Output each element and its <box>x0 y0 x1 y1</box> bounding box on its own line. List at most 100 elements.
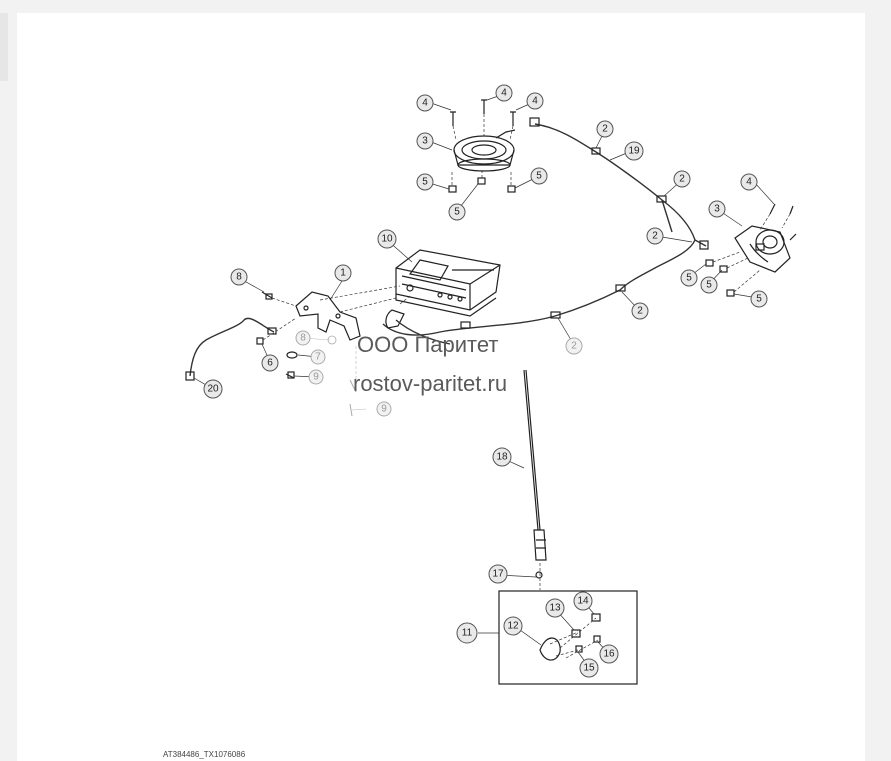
svg-text:5: 5 <box>422 177 428 188</box>
callout-3: 3 <box>416 132 434 150</box>
svg-text:5: 5 <box>686 273 692 284</box>
callout-18: 18 <box>492 447 512 467</box>
screw-9-left <box>285 371 295 379</box>
svg-text:5: 5 <box>706 280 712 291</box>
aux-connector <box>185 371 195 381</box>
callout-2: 2 <box>596 120 614 138</box>
svg-text:11: 11 <box>462 628 473 639</box>
svg-text:16: 16 <box>603 649 615 660</box>
callout-15: 15 <box>579 658 599 678</box>
svg-text:5: 5 <box>536 171 542 182</box>
callout-2: 2 <box>673 170 691 188</box>
callout-5: 5 <box>700 276 718 294</box>
svg-text:18: 18 <box>496 452 508 463</box>
callout-4: 4 <box>495 84 513 102</box>
callout-13: 13 <box>545 598 565 618</box>
callout-4: 4 <box>416 94 434 112</box>
page-edge-tab <box>0 13 8 81</box>
callout-14: 14 <box>573 591 593 611</box>
callout-2: 2 <box>646 227 664 245</box>
callout-4: 4 <box>740 173 758 191</box>
callout-5: 5 <box>530 167 548 185</box>
svg-text:9: 9 <box>313 372 319 383</box>
svg-text:2: 2 <box>571 341 577 352</box>
bracket <box>295 285 401 341</box>
diagram-sheet <box>17 13 865 761</box>
cable-clip <box>550 311 561 319</box>
callout-8: 8 <box>295 330 311 346</box>
svg-text:2: 2 <box>637 306 643 317</box>
speaker-left-screws <box>450 99 516 141</box>
svg-text:6: 6 <box>267 358 273 369</box>
callout-11: 11 <box>456 622 478 644</box>
callout-19: 19 <box>624 141 644 161</box>
callout-5: 5 <box>416 173 434 191</box>
svg-text:4: 4 <box>746 177 752 188</box>
svg-text:4: 4 <box>501 88 507 99</box>
speaker-right-nuts <box>705 251 761 297</box>
svg-text:20: 20 <box>207 384 219 395</box>
svg-text:5: 5 <box>756 294 762 305</box>
svg-text:4: 4 <box>422 98 428 109</box>
svg-text:1: 1 <box>340 268 346 279</box>
screw-8-upper <box>261 291 297 307</box>
callout-2: 2 <box>631 302 649 320</box>
speaker-left-nuts <box>448 170 516 193</box>
nut-6 <box>256 317 297 345</box>
radio-unit <box>395 249 501 317</box>
aux-cable <box>185 317 277 381</box>
svg-text:13: 13 <box>549 603 561 614</box>
svg-text:3: 3 <box>422 136 428 147</box>
callout-12: 12 <box>503 616 523 636</box>
callout-7: 7 <box>310 349 326 365</box>
callout-10: 10 <box>377 229 397 249</box>
callout-9: 9 <box>308 369 324 385</box>
antenna-base-box <box>478 590 638 685</box>
callout-17: 17 <box>488 564 508 584</box>
svg-text:2: 2 <box>679 174 685 185</box>
svg-text:5: 5 <box>454 207 460 218</box>
figure-code: AT384486_TX1076086 <box>163 750 246 759</box>
cable-clip <box>460 321 471 329</box>
svg-text:14: 14 <box>577 596 589 607</box>
cable-clip <box>656 195 667 203</box>
callout-9: 9 <box>376 401 392 417</box>
watermark-site: rostov-paritet.ru <box>353 371 508 396</box>
svg-text:7: 7 <box>315 352 321 363</box>
callout-20: 20 <box>203 379 223 399</box>
cable-clip <box>615 284 626 292</box>
watermark-company: ООО Паритет <box>357 332 499 357</box>
speaker-right <box>734 225 791 273</box>
svg-text:4: 4 <box>532 96 538 107</box>
svg-text:10: 10 <box>381 234 393 245</box>
callout-3: 3 <box>708 200 726 218</box>
callout-5: 5 <box>750 290 768 308</box>
callout-2: 2 <box>565 337 583 355</box>
svg-text:12: 12 <box>507 621 519 632</box>
svg-text:8: 8 <box>300 333 306 344</box>
svg-text:19: 19 <box>628 146 640 157</box>
washer-7 <box>286 351 298 359</box>
callout-6: 6 <box>261 354 279 372</box>
harness-connector <box>529 117 540 127</box>
speaker-right-screws <box>759 203 797 241</box>
callout-16: 16 <box>599 644 619 664</box>
speaker-left <box>453 129 516 172</box>
ghost-fasteners <box>327 335 357 417</box>
svg-text:15: 15 <box>583 663 595 674</box>
svg-text:2: 2 <box>652 231 658 242</box>
cable-harness <box>382 117 709 336</box>
callout-5: 5 <box>448 203 466 221</box>
callout-8: 8 <box>230 268 248 286</box>
radio-plug <box>385 295 451 345</box>
svg-text:3: 3 <box>714 204 720 215</box>
svg-text:8: 8 <box>236 272 242 283</box>
callout-4: 4 <box>526 92 544 110</box>
svg-text:9: 9 <box>381 404 387 415</box>
harness-connector <box>699 240 709 250</box>
callout-5: 5 <box>680 269 698 287</box>
svg-text:2: 2 <box>602 124 608 135</box>
svg-text:17: 17 <box>492 569 504 580</box>
antenna <box>523 369 547 590</box>
